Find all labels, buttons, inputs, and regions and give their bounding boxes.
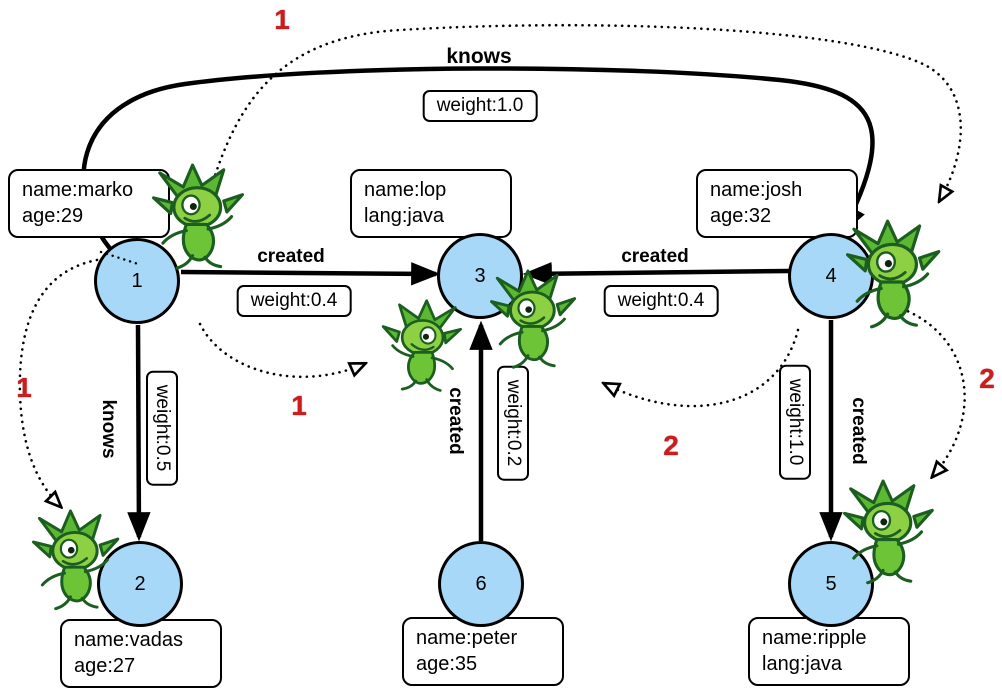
prop-line: lang:java xyxy=(762,653,843,676)
vertex-id: 5 xyxy=(825,572,837,595)
vertex-id: 1 xyxy=(131,269,143,292)
traversal-step-number: 2 xyxy=(663,430,679,461)
vertex-3-lop: 3 xyxy=(437,233,523,319)
prop-line: name:peter xyxy=(416,627,518,649)
prop-line: age:29 xyxy=(22,205,84,228)
edge-weight-created-4-5: weight:1.0 xyxy=(779,364,811,480)
traversal-step-number: 1 xyxy=(16,372,32,403)
edge-weight-created-6-3: weight:0.2 xyxy=(497,365,529,481)
edge-knows-1-2 xyxy=(127,324,151,542)
vertex-id: 4 xyxy=(825,264,837,287)
vertex-id: 3 xyxy=(474,264,486,287)
vertex-4-josh: 4 xyxy=(788,233,874,319)
traversal-path-2-right xyxy=(881,301,966,476)
vertex-6-peter: 6 xyxy=(438,541,524,627)
vertex-props-marko: name:marko age:29 xyxy=(8,169,170,238)
vertex-props-josh: name:josh age:32 xyxy=(696,169,858,238)
edge-created-4-3 xyxy=(522,262,790,286)
edge-weight-created-4-3: weight:0.4 xyxy=(603,285,719,317)
edge-weight-created-1-3: weight:0.4 xyxy=(236,285,352,317)
prop-line: lang:java xyxy=(364,205,445,228)
prop-line: age:27 xyxy=(74,655,136,678)
prop-line: age:32 xyxy=(710,205,772,228)
vertex-id: 6 xyxy=(475,572,487,595)
edge-label-created-1-3: created xyxy=(257,246,325,267)
prop-line: name:lop xyxy=(364,179,447,201)
prop-line: age:35 xyxy=(416,653,478,676)
prop-line: name:marko xyxy=(22,179,134,201)
vertex-2-vadas: 2 xyxy=(97,541,183,627)
vertex-props-ripple: name:ripple lang:java xyxy=(748,617,910,686)
traversal-path-1-center xyxy=(198,322,364,379)
edge-label-knows-1-2: knows xyxy=(98,399,119,459)
prop-line: name:vadas xyxy=(74,629,183,651)
edge-label-knows-1-4: knows xyxy=(446,45,512,68)
edge-weight-knows-1-4: weight:1.0 xyxy=(422,90,538,122)
vertex-id: 2 xyxy=(134,572,146,595)
edge-label-created-4-3: created xyxy=(621,246,689,267)
traversal-paths xyxy=(18,23,966,506)
vertex-props-lop: name:lop lang:java xyxy=(350,169,512,238)
traversal-path-2-center xyxy=(605,328,800,408)
edge-weight-knows-1-2: weight:0.5 xyxy=(146,370,178,486)
traversal-step-number: 1 xyxy=(291,390,307,421)
vertex-1-marko: 1 xyxy=(94,238,180,324)
traversal-path-1-left xyxy=(18,258,99,506)
vertex-props-peter: name:peter age:35 xyxy=(402,617,564,686)
edge-knows-1-4 xyxy=(81,66,875,254)
traversal-step-number: 1 xyxy=(274,4,290,35)
edge-created-1-3 xyxy=(180,262,441,286)
vertex-props-vadas: name:vadas age:27 xyxy=(60,619,222,688)
prop-line: name:josh xyxy=(710,179,803,201)
vertex-5-ripple: 5 xyxy=(788,541,874,627)
edge-label-created-4-5: created xyxy=(848,397,869,465)
traversal-step-number: 2 xyxy=(979,363,995,394)
edge-label-created-6-3: created xyxy=(445,387,466,455)
solid-edges xyxy=(81,66,875,542)
prop-line: name:ripple xyxy=(762,627,867,649)
